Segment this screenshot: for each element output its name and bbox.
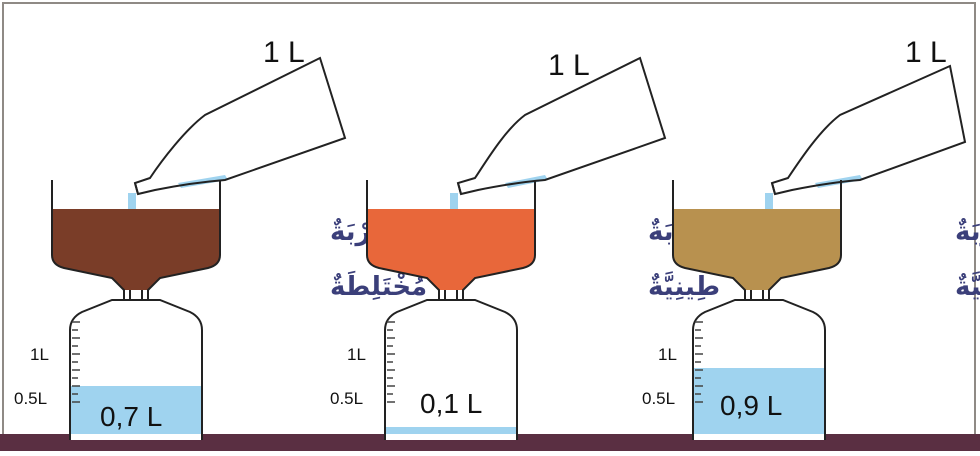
experiment-sandy-soil: 1 L 1L 0.5L 0,9 L تُرْبَةٌ رَمْلِيَّةٌ (642, 36, 980, 440)
soil-layer (673, 209, 841, 290)
scale-ticks (72, 321, 80, 403)
collected-volume-label: 0,1 L (420, 388, 482, 419)
collected-volume-label: 0,9 L (720, 390, 782, 421)
bottle-mouth (134, 182, 139, 195)
bottle-outline (456, 56, 667, 196)
collector-outline (384, 299, 518, 440)
bottle-mouth (457, 182, 462, 195)
water-stream (765, 193, 773, 211)
soil-type-label-line2: طِينِيَّةٌ (648, 271, 720, 302)
collector: 1L 0.5L 0,1 L (330, 299, 518, 440)
bottle (770, 64, 967, 196)
bottle-outline (770, 64, 967, 196)
bottle-mouth (771, 182, 776, 195)
collected-water (71, 386, 201, 434)
scale-label-1l: 1L (347, 345, 366, 364)
scale-label-1l: 1L (658, 345, 677, 364)
water-stream (128, 193, 136, 211)
funnel-outline (51, 180, 221, 320)
bottle-outline (133, 56, 347, 196)
water-stream (450, 193, 458, 211)
scale-label-half-l: 0.5L (14, 389, 47, 408)
collector: 1L 0.5L 0,9 L (642, 299, 826, 440)
collected-volume-label: 0,7 L (100, 401, 162, 432)
soil-layer (367, 209, 535, 290)
experiment-mixed-soil: 1 L 1L 0.5L 0,7 L تُرْبَةٌ مُخْتَلِطَةٌ (14, 36, 427, 440)
bottle (133, 56, 347, 196)
scale-ticks (695, 321, 703, 403)
bottle (456, 56, 667, 196)
funnel-outline (672, 180, 842, 320)
scale-label-half-l: 0.5L (642, 389, 675, 408)
bottle-volume-label: 1 L (905, 36, 947, 69)
soil-layer (52, 209, 220, 290)
funnel (672, 180, 842, 322)
collected-water (386, 427, 516, 434)
scale-ticks (387, 321, 395, 403)
bottle-volume-label: 1 L (263, 36, 305, 69)
soil-type-label-line2: رَمْلِيَّةٌ (955, 271, 980, 302)
soil-type-label-line1: تُرْبَةٌ (955, 217, 980, 247)
scale-label-1l: 1L (30, 345, 49, 364)
scale-label-half-l: 0.5L (330, 389, 363, 408)
bottle-volume-label: 1 L (548, 49, 590, 82)
funnel-outline (366, 180, 536, 320)
collected-water (694, 368, 824, 434)
experiment-clay-soil: 1 L 1L 0.5L 0,1 L تُرْبَةٌ طِينِيَّةٌ (330, 49, 720, 440)
collector: 1L 0.5L 0,7 L (14, 299, 203, 440)
